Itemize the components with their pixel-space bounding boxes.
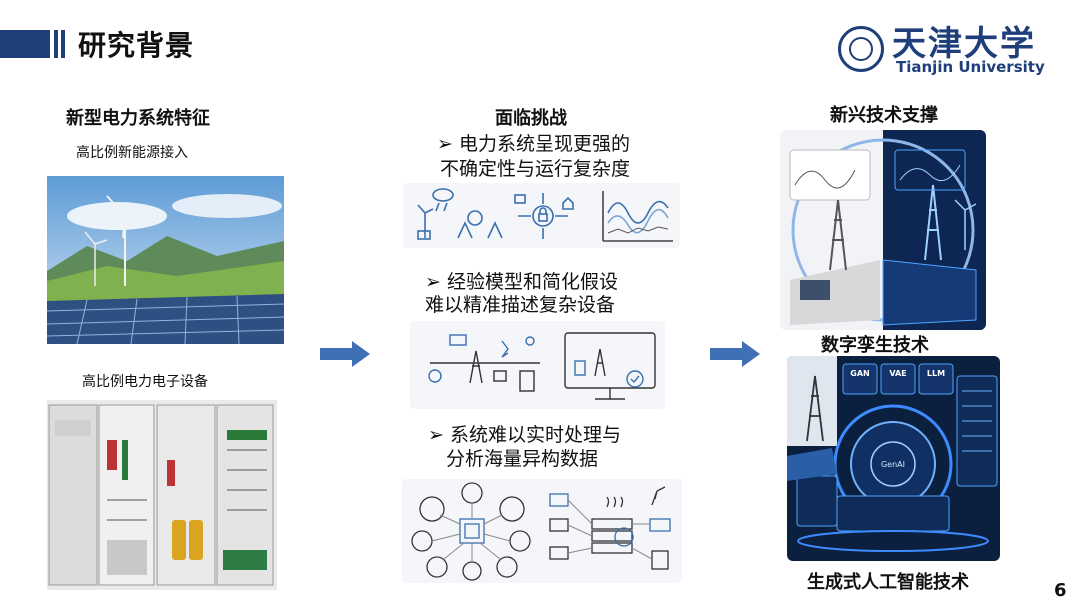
challenge-1-line-2: 不确定性与运行复杂度 [440, 158, 631, 180]
data-icons-panel [402, 479, 682, 583]
digital-twin-caption: 数字孪生技术 [821, 335, 929, 356]
power-electronics-cabinet-photo [47, 400, 277, 590]
left-heading: 新型电力系统特征 [66, 108, 210, 129]
ai-label-genai: GenAI [881, 460, 905, 469]
right-heading: 新兴技术支撑 [830, 105, 938, 126]
university-logo-en: Tianjin University [896, 58, 1045, 76]
generative-ai-caption: 生成式人工智能技术 [807, 572, 969, 593]
university-logo-cn: 天津大学 [892, 24, 1036, 64]
right-arrow-icon [710, 341, 760, 367]
right-arrow-icon [320, 341, 370, 367]
ai-label-vae: VAE [889, 369, 906, 378]
left-subheading-renewables: 高比例新能源接入 [76, 145, 188, 161]
ai-label-gan: GAN [850, 369, 869, 378]
challenge-2-line-1: ➢ 经验模型和简化假设 [425, 271, 618, 293]
challenge-2-line-2: 难以精准描述复杂设备 [425, 294, 616, 316]
slide-title: 研究背景 [78, 29, 195, 62]
header-accent-bar [0, 30, 50, 58]
digital-twin-illustration [780, 130, 986, 330]
page-number: 6 [1054, 580, 1067, 601]
challenge-3-line-2: 分析海量异构数据 [446, 448, 599, 470]
header-accent-line [54, 30, 58, 58]
challenge-3-line-1: ➢ 系统难以实时处理与 [428, 424, 621, 446]
model-icons-panel [410, 321, 665, 409]
university-seal-icon [838, 26, 884, 72]
generative-ai-illustration: GAN VAE LLM GenAI [787, 356, 1000, 561]
middle-heading: 面临挑战 [495, 108, 567, 129]
ai-label-llm: LLM [927, 369, 945, 378]
header-accent-line [61, 30, 65, 58]
uncertainty-icons-panel [403, 183, 680, 248]
left-subheading-power-electronics: 高比例电力电子设备 [82, 374, 208, 390]
challenge-1-line-1: ➢ 电力系统呈现更强的 [437, 133, 630, 155]
wind-solar-photo [47, 176, 284, 344]
